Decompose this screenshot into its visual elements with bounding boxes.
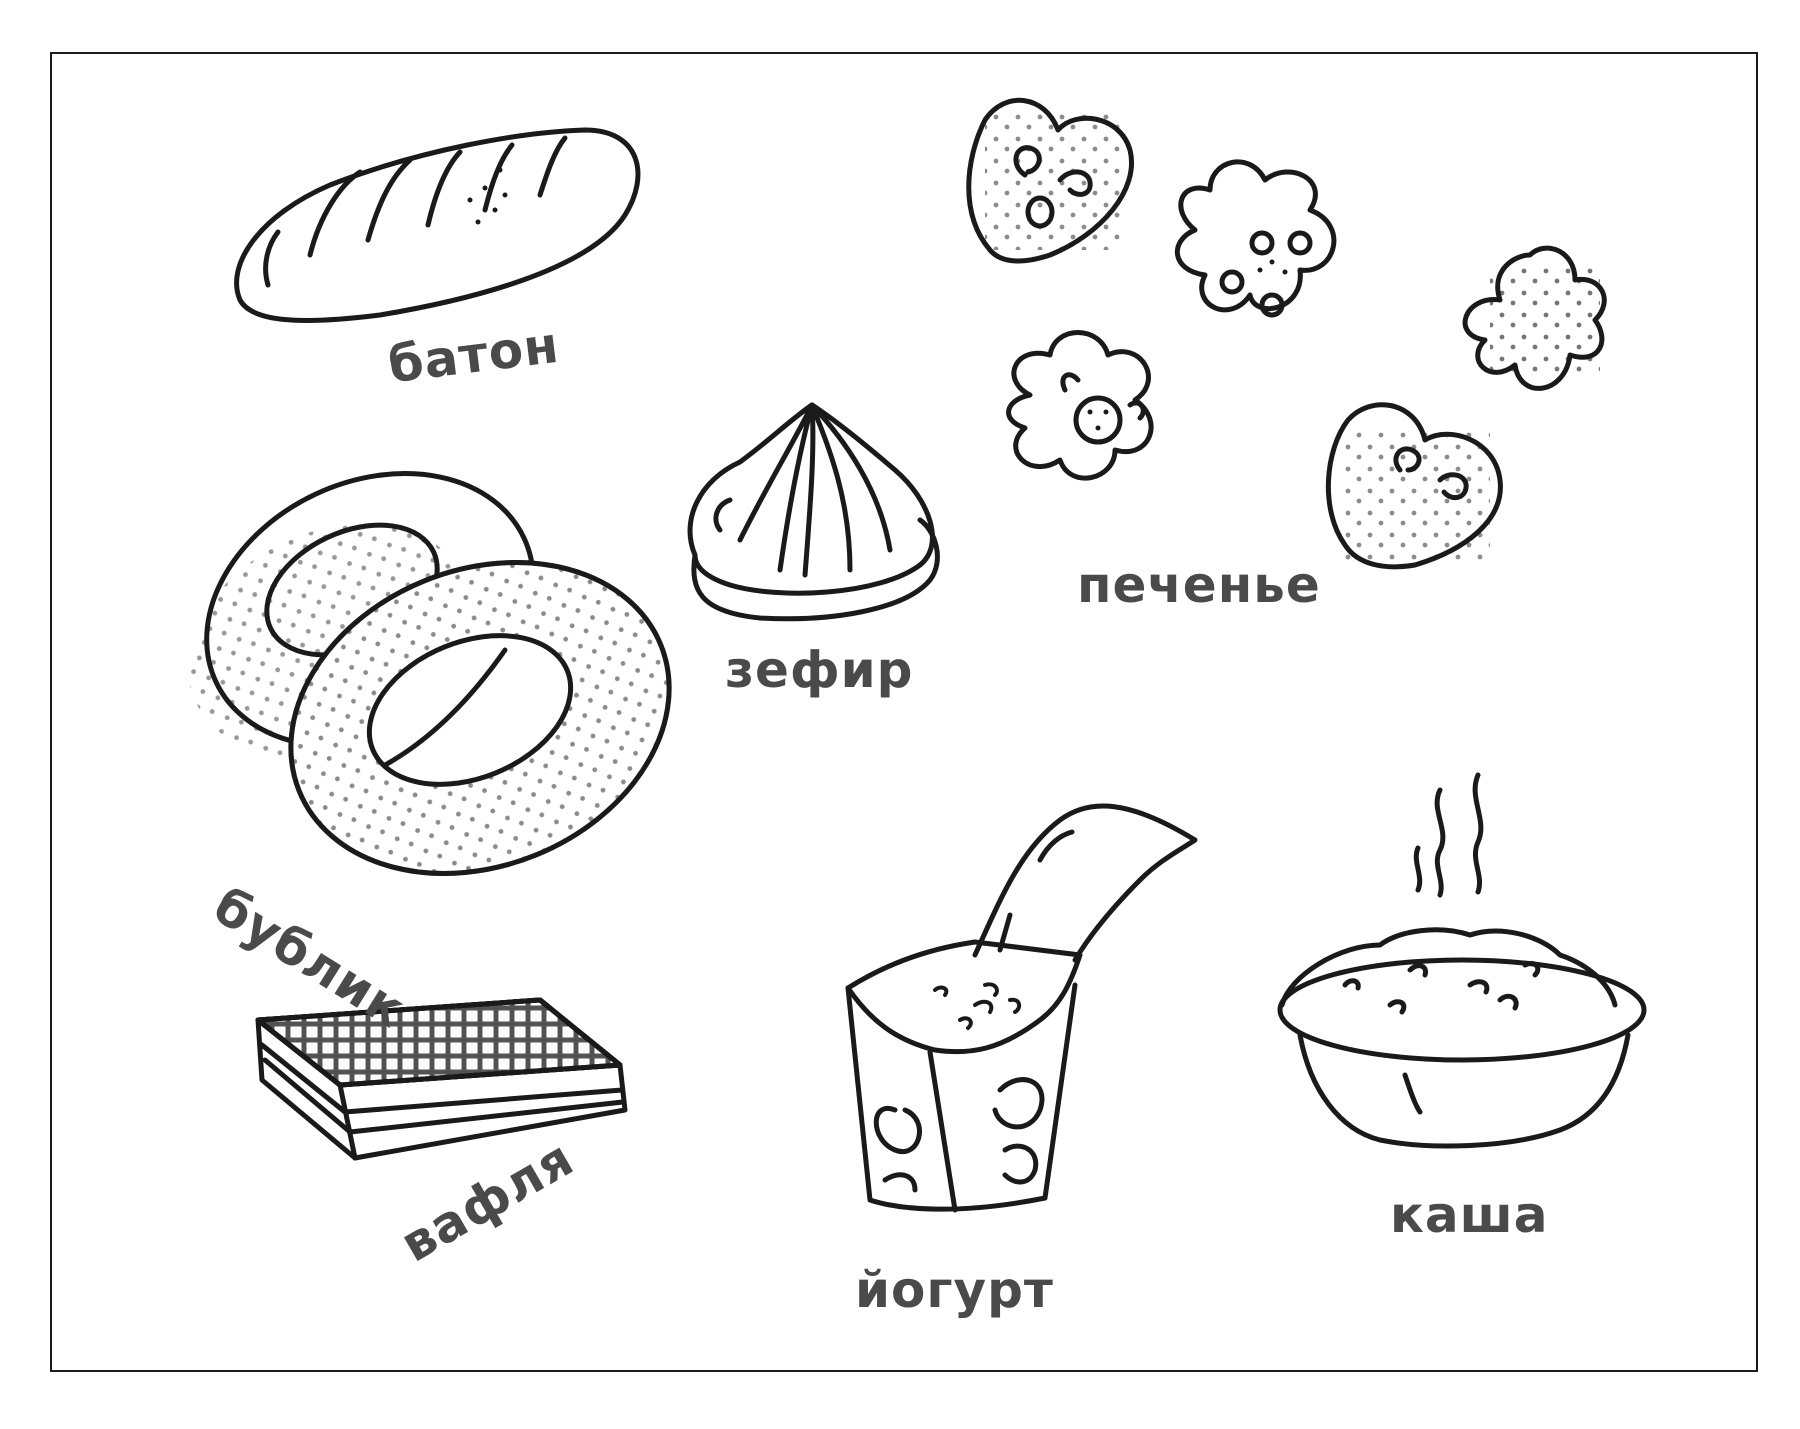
label-kasha: каша — [1390, 1186, 1549, 1244]
bagels-icon — [188, 471, 672, 876]
loaf-icon — [234, 127, 641, 323]
wafer-icon — [255, 997, 628, 1161]
label-pechenye: печенье — [1077, 556, 1321, 614]
porridge-bowl-icon — [1277, 772, 1647, 1149]
cookies-icon — [966, 97, 1607, 570]
yogurt-cup-icon — [845, 803, 1198, 1213]
label-yogurt: йогурт — [855, 1261, 1054, 1319]
page-border — [50, 52, 1758, 1372]
marshmallow-icon — [687, 402, 940, 622]
label-zefir: зефир — [725, 641, 914, 699]
